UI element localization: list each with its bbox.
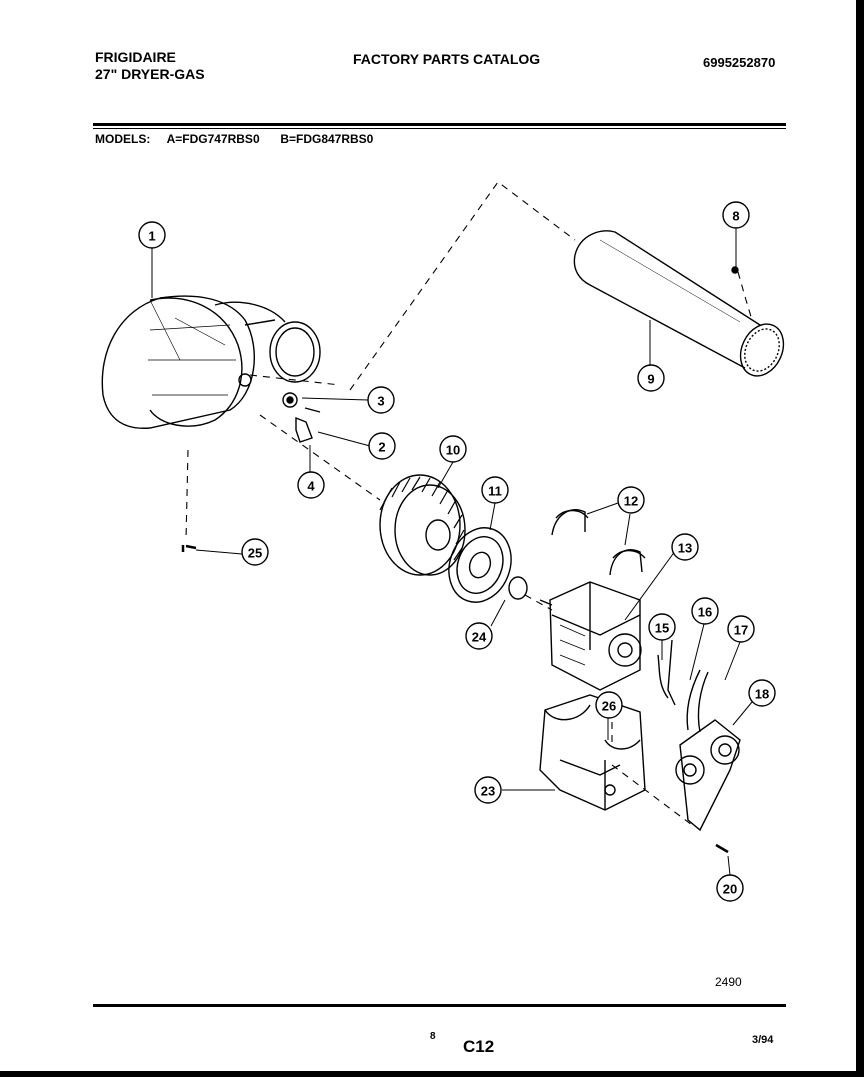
product-line: 27" DRYER-GAS: [95, 66, 205, 82]
switch-wires-drawing: [657, 639, 709, 733]
callout-label: 9: [647, 372, 654, 387]
callout-10: [439, 435, 467, 463]
callout-26: [595, 691, 623, 719]
callout-label: 24: [472, 630, 487, 645]
callout-label: 4: [307, 479, 315, 494]
callout-18: [748, 679, 776, 707]
models-line: MODELS: A=FDG747RBS0 B=FDG847RBS0: [95, 132, 373, 146]
callout-23: [474, 776, 502, 804]
callout-label: 20: [723, 882, 737, 897]
callout-15: [648, 613, 676, 641]
model-b: B=FDG847RBS0: [280, 132, 374, 146]
section-code: C12: [463, 1037, 495, 1056]
idler-assembly-drawing: [675, 719, 741, 832]
drive-pulley-drawing: [448, 527, 528, 603]
callout-label: 8: [732, 209, 739, 224]
catalog-title: FACTORY PARTS CATALOG: [353, 51, 541, 67]
page-number: 8: [430, 1031, 436, 1042]
callout-label: 16: [698, 605, 712, 620]
blower-housing-drawing: [101, 295, 321, 429]
callout-9: [637, 364, 665, 392]
motor-mount-drawing: [539, 694, 646, 811]
callout-17: [727, 615, 755, 643]
blower-wheel-drawing: [379, 474, 466, 576]
models-label: MODELS:: [95, 132, 151, 146]
callout-label: 25: [248, 546, 262, 561]
callout-label: 1: [148, 229, 155, 244]
brand-name: FRIGIDAIRE: [95, 49, 176, 65]
callout-balloons: [138, 201, 776, 902]
page-edge-right: [856, 0, 864, 1077]
screws-drawing: [181, 266, 739, 854]
callout-label: 2: [378, 440, 385, 455]
callout-12: [617, 486, 645, 514]
callout-20: [716, 874, 744, 902]
callout-label: 17: [734, 623, 748, 638]
callout-25: [241, 538, 269, 566]
callout-label: 10: [446, 443, 460, 458]
callout-4: [297, 471, 325, 499]
callout-1: [138, 221, 166, 249]
catalog-number: 6995252870: [703, 55, 776, 70]
drawing-code: 2490: [715, 975, 742, 989]
assembly-lines: [185, 181, 753, 826]
bracket-parts-drawing: [282, 392, 321, 443]
callout-13: [671, 533, 699, 561]
callout-labels: 1 2 3 4 8 9 10 11 12 13 15 16 17 18 20 2…: [148, 209, 769, 897]
callout-16: [691, 597, 719, 625]
page-edge-bottom: [0, 1071, 864, 1077]
callout-label: 3: [377, 394, 384, 409]
callout-24: [465, 622, 493, 650]
callout-label: 12: [624, 494, 638, 509]
callout-11: [481, 476, 509, 504]
callout-label: 11: [488, 484, 502, 499]
callout-2: [368, 432, 396, 460]
model-a: A=FDG747RBS0: [166, 132, 260, 146]
callout-3: [367, 386, 395, 414]
callout-8: [722, 201, 750, 229]
callout-label: 18: [755, 687, 769, 702]
header-rule-thin: [93, 128, 786, 129]
callout-label: 23: [481, 784, 495, 799]
exhaust-duct-drawing: [573, 230, 785, 377]
footer-rule: [93, 1004, 786, 1007]
callout-label: 26: [602, 699, 616, 714]
motor-drawing: [539, 581, 642, 691]
motor-clips-drawing: [551, 509, 646, 576]
revision-date: 3/94: [752, 1034, 774, 1046]
callout-label: 15: [655, 621, 669, 636]
header-rule-thick: [93, 123, 786, 126]
callout-label: 13: [678, 541, 692, 556]
leader-lines: [151, 228, 753, 876]
